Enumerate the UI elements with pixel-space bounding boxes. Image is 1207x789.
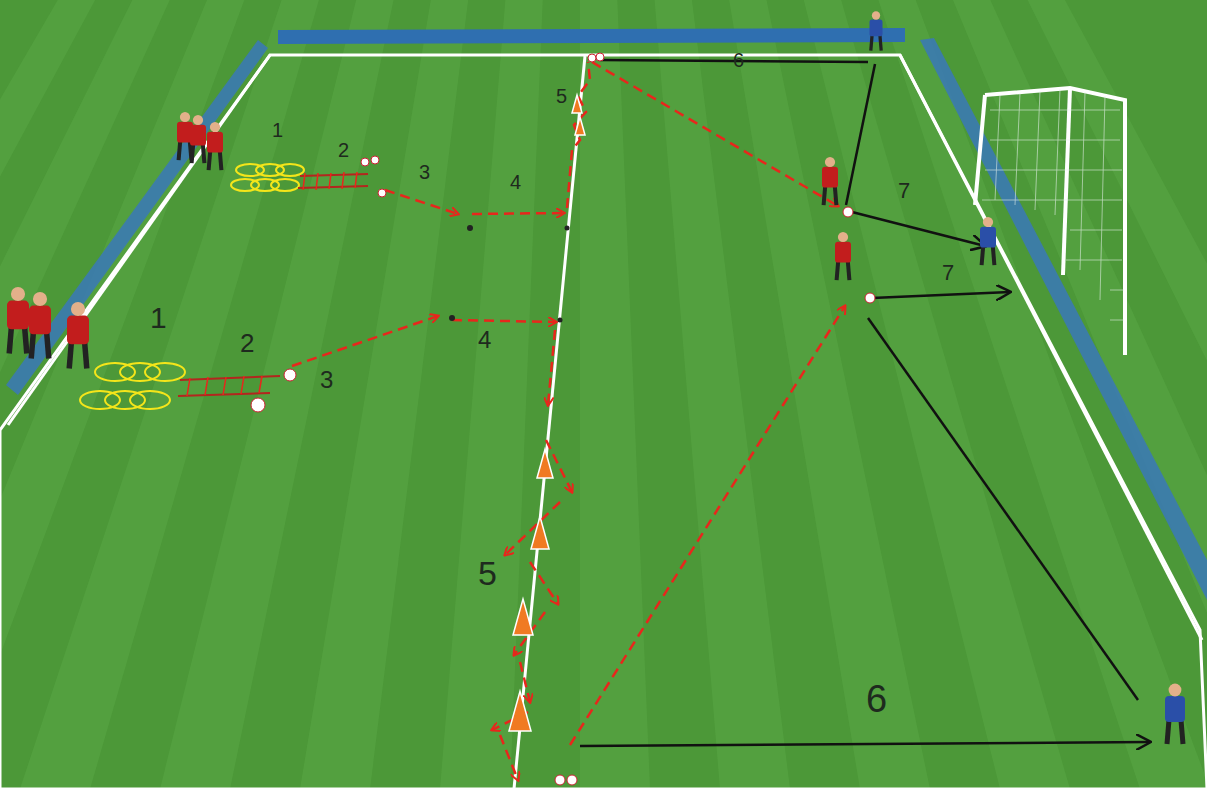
callout-number: 6: [733, 50, 744, 70]
callout-number: 1: [150, 303, 167, 333]
callout-number: 3: [320, 368, 333, 392]
callout-number: 1: [272, 120, 283, 140]
callout-number: 4: [478, 328, 491, 352]
callout-number: 5: [556, 86, 567, 106]
callout-number: 7: [942, 262, 954, 284]
callout-number: 2: [240, 330, 254, 356]
callout-number: 6: [866, 680, 887, 718]
callout-number: 3: [419, 162, 430, 182]
callout-number: 5: [478, 556, 497, 590]
callout-number: 7: [898, 180, 910, 202]
callout-number: 2: [338, 140, 349, 160]
callout-number: 4: [510, 172, 521, 192]
